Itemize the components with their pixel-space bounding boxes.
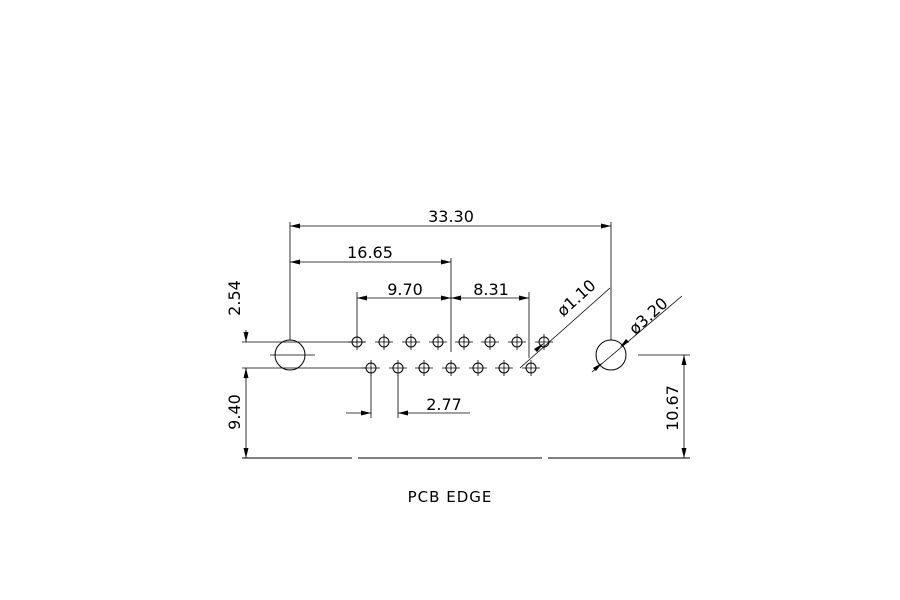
right-mounting-hole (595, 339, 627, 371)
dimension-row1-right (451, 295, 529, 301)
label-overall-width: 33.30 (428, 207, 474, 226)
bottom-row-pin-hole (469, 360, 487, 376)
pcb-edge-caption: PCB EDGE (408, 488, 493, 506)
dimension-left-to-edge (243, 368, 249, 458)
top-row-pin-hole (508, 334, 526, 350)
bottom-row-pin-hole (522, 360, 540, 376)
label-small-hole-diameter: ø1.10 (553, 276, 599, 321)
top-row-pin-hole (481, 334, 499, 350)
dimension-pin-pitch (346, 410, 470, 416)
label-row1-right: 8.31 (473, 280, 509, 299)
label-right-to-edge: 10.67 (663, 385, 682, 431)
label-half-width: 16.65 (347, 243, 393, 262)
bottom-row-pin-hole (389, 360, 407, 376)
label-row1-left: 9.70 (387, 280, 423, 299)
bottom-row-pin-hole (415, 360, 433, 376)
bottom-row-pin-hole (495, 360, 513, 376)
top-row-pin-hole (455, 334, 473, 350)
label-pin-pitch: 2.77 (426, 395, 462, 414)
extension-lines (242, 222, 690, 418)
top-row-pin-hole (402, 334, 420, 350)
dimension-half-width (290, 259, 451, 265)
left-mounting-hole (270, 339, 315, 371)
top-row-pin-hole (375, 334, 393, 350)
bottom-row-pin-hole (442, 360, 460, 376)
dimension-right-to-edge (681, 355, 687, 458)
top-row-pin-hole (429, 334, 447, 350)
label-mount-hole-diameter: ø3.20 (625, 294, 671, 339)
label-row-pitch: 2.54 (225, 280, 244, 316)
leader-mount-hole (591, 295, 683, 373)
dimension-overall-width (290, 223, 611, 229)
dimension-row1-left (357, 295, 451, 301)
pin-row-top (348, 334, 553, 350)
leader-small-hole (519, 287, 611, 369)
label-left-to-edge: 9.40 (225, 394, 244, 430)
pin-row-bottom (362, 360, 540, 376)
